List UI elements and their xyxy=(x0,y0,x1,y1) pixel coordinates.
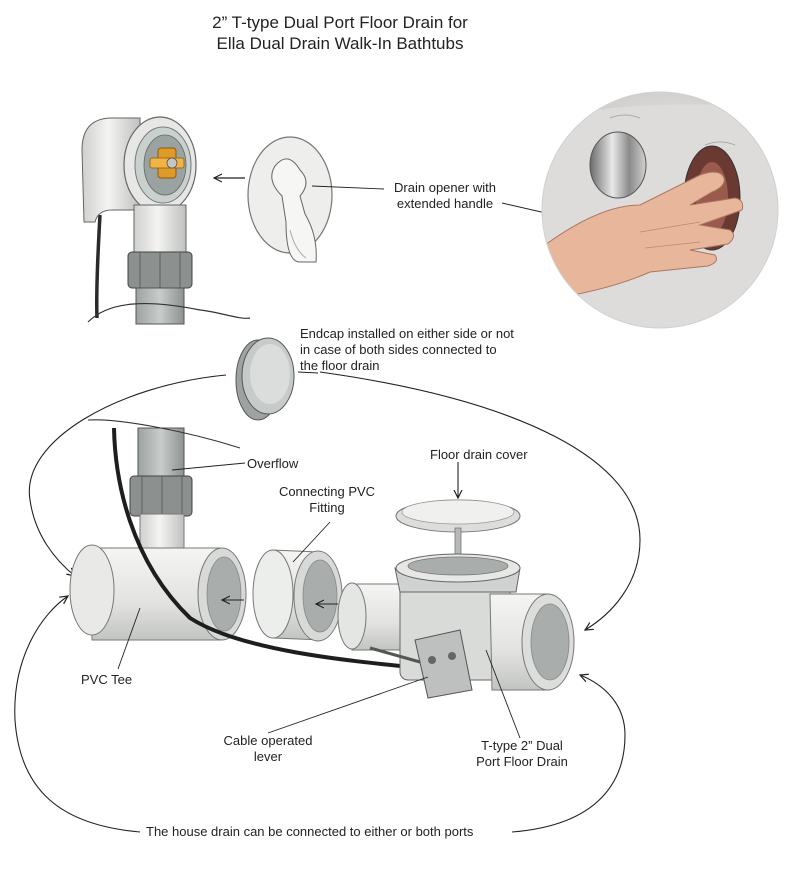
label-ttype-drain-line-1: T-type 2” Dual xyxy=(481,738,563,753)
label-connecting-pvc: Connecting PVC Fitting xyxy=(268,484,386,516)
title-line-2: Ella Dual Drain Walk-In Bathtubs xyxy=(216,34,464,53)
leader-pvc-fitting xyxy=(292,521,331,563)
label-drain-opener-line-2: extended handle xyxy=(396,196,494,211)
cable xyxy=(112,427,421,670)
title-line-1: 2” T-type Dual Port Floor Drain for xyxy=(212,13,468,32)
label-cable-lever: Cable operated lever xyxy=(208,733,328,765)
label-cable-lever-line-1: Cable operated xyxy=(223,733,313,748)
label-cable-lever-line-2: lever xyxy=(253,749,283,764)
pvc-tee-illustration xyxy=(69,419,247,641)
floor-drain-cover-illustration xyxy=(395,499,521,561)
label-house-drain: The house drain can be connected to eith… xyxy=(146,824,474,839)
leader-pvc-tee xyxy=(117,607,141,670)
drain-opener-illustration xyxy=(247,136,333,263)
label-endcap: Endcap installed on either side or not i… xyxy=(300,326,514,374)
arrow-house-right xyxy=(511,675,626,833)
label-ttype-drain-line-2: Port Floor Drain xyxy=(476,754,568,769)
arrow-endcap-right xyxy=(319,371,641,630)
overflow-assembly-illustration xyxy=(81,116,251,325)
leader-overflow xyxy=(171,462,246,471)
hand-operating-drain-photo xyxy=(541,91,779,329)
leader-ttype xyxy=(485,649,521,739)
label-ttype-drain: T-type 2” Dual Port Floor Drain xyxy=(462,738,582,770)
label-endcap-line-1: Endcap installed on either side or not xyxy=(300,326,514,341)
ttype-floor-drain-illustration xyxy=(337,553,575,699)
label-connecting-pvc-line-2: Fitting xyxy=(309,500,345,515)
label-connecting-pvc-line-1: Connecting PVC xyxy=(278,484,376,499)
label-drain-opener: Drain opener with extended handle xyxy=(384,180,506,212)
diagram-title: 2” T-type Dual Port Floor Drain for Ella… xyxy=(150,12,530,54)
label-pvc-tee: PVC Tee xyxy=(81,672,133,687)
leader-drain-opener xyxy=(311,185,385,190)
label-endcap-line-3: the floor drain xyxy=(300,358,380,373)
label-endcap-line-2: in case of both sides connected to xyxy=(300,342,497,357)
label-drain-opener-line-1: Drain opener with xyxy=(394,180,496,195)
label-floor-drain-cover: Floor drain cover xyxy=(430,447,528,462)
arrow-house-left xyxy=(14,596,141,833)
leader-endcap xyxy=(297,371,319,374)
label-overflow: Overflow xyxy=(247,456,299,471)
arrow-endcap-left xyxy=(28,374,227,576)
pvc-fitting-illustration xyxy=(252,549,343,642)
endcap-illustration xyxy=(235,337,295,421)
leader-cable-lever xyxy=(267,676,429,734)
